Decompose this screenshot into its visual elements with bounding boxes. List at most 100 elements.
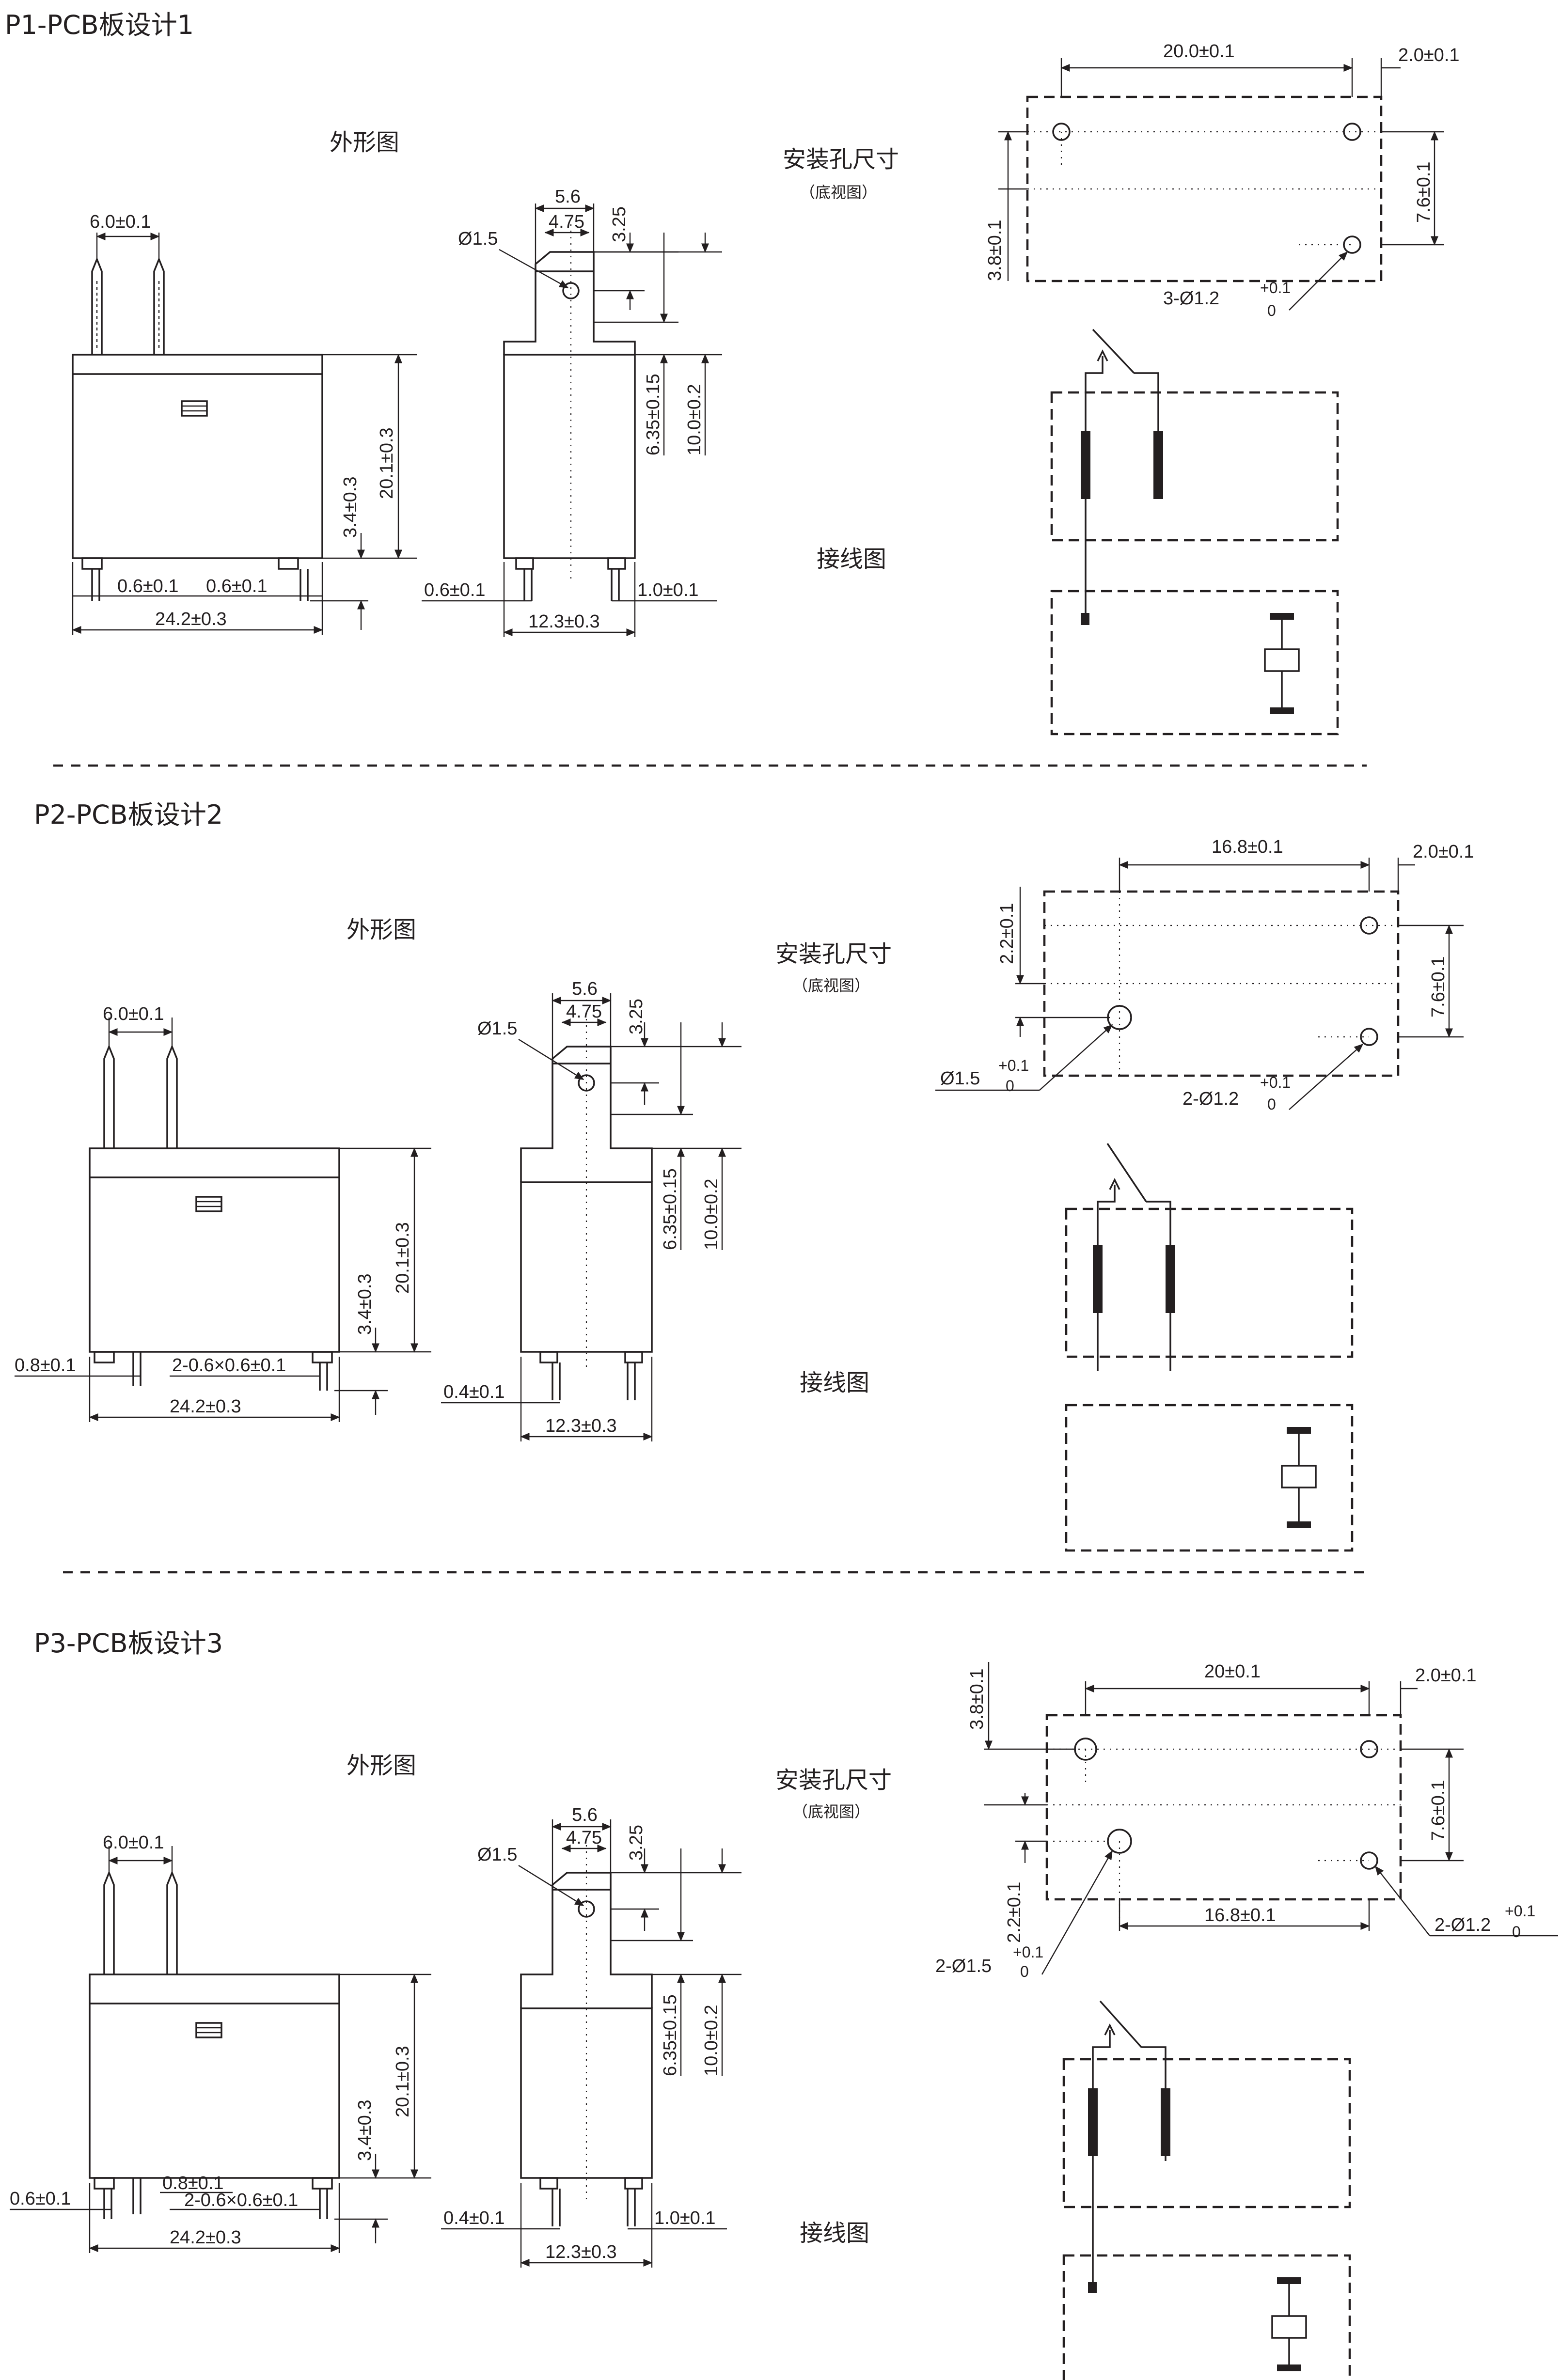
tol-up: +0.1: [1013, 1943, 1043, 1961]
dim-v-off: 2.2±0.1: [997, 903, 1017, 964]
dim-v-off2: 2.2±0.1: [1004, 1881, 1025, 1943]
dim-height: 20.1±0.3: [393, 2046, 413, 2117]
tol-dn-2: 0: [1267, 1096, 1276, 1113]
dim-depth: 12.3±0.3: [545, 2242, 617, 2262]
dim-depth: 12.3±0.3: [528, 611, 600, 632]
side-view: 5.6 4.75 3.25 Ø1.5 6.35±0.15 10.0±0.2 0.…: [422, 187, 722, 637]
dim-hole-y: 7.6±0.1: [1428, 956, 1449, 1018]
dim-side-pin-r: 1.0±0.1: [637, 580, 699, 600]
dim-pin-pitch: 6.0±0.1: [103, 1004, 164, 1024]
dim-side-a: 6.35±0.15: [643, 374, 663, 455]
dim-hole-y: 7.6±0.1: [1428, 1780, 1449, 1841]
dim-holes: 2-Ø1.2: [1435, 1915, 1491, 1935]
front-view: 6.0±0.1 0.6±0.1 0.6±0.1 24.2±0.3 20.1±0.…: [72, 212, 417, 635]
side-view: 5.6 4.75 3.25 Ø1.5 6.35±0.15 10.0±0.2 0.…: [441, 979, 741, 1441]
outline-label: 外形图: [347, 916, 416, 943]
dim-width: 24.2±0.3: [170, 1396, 241, 1417]
dim-side-b: 10.0±0.2: [701, 2004, 722, 2076]
wiring-label: 接线图: [800, 2220, 869, 2247]
dim-top-h: 3.25: [626, 1825, 646, 1861]
dim-pin-l: 0.6±0.1: [10, 2189, 71, 2209]
dim-holes-big: 2-Ø1.5: [935, 1956, 992, 1976]
dim-pin-m: 0.8±0.1: [162, 2173, 224, 2193]
dim-side-pin-l: 0.4±0.1: [443, 2208, 505, 2228]
side-view: 5.6 4.75 3.25 Ø1.5 6.35±0.15 10.0±0.2 0.…: [441, 1805, 741, 2268]
tol-up-2: +0.1: [1505, 1902, 1535, 1920]
mount-holes: 安装孔尺寸 （底视图） 20.0±0.1 2.0±0.1 7.6±0.1 3.8…: [783, 41, 1460, 319]
wiring-diagram: 接线图: [800, 1143, 1354, 1552]
dim-top-inner: 4.75: [549, 212, 584, 232]
dim-pin-l: 0.8±0.1: [15, 1355, 76, 1376]
dim-side-a: 6.35±0.15: [660, 1168, 680, 1250]
dim-pin-pitch: 6.0±0.1: [90, 212, 151, 232]
dim-pin-len: 3.4±0.3: [355, 2099, 375, 2161]
dim-span: 20±0.1: [1204, 1661, 1261, 1682]
dim-pins: 2-0.6×0.6±0.1: [184, 2190, 298, 2210]
dim-edge: 2.0±0.1: [1398, 45, 1460, 65]
dim-top-inner: 4.75: [566, 1828, 602, 1848]
outline-label: 外形图: [347, 1752, 416, 1779]
tol-up: +0.1: [1260, 279, 1291, 297]
dim-pin-w1: 0.6±0.1: [117, 576, 179, 596]
outline-label: 外形图: [330, 129, 399, 156]
dim-side-pin-l: 0.4±0.1: [443, 1382, 505, 1402]
dim-holes: 2-Ø1.2: [1183, 1089, 1239, 1109]
tol-up-2: +0.1: [1260, 1074, 1291, 1091]
dim-pin-len: 3.4±0.3: [340, 476, 361, 538]
tol-dn-2: 0: [1512, 1923, 1521, 1941]
tol-dn: 0: [1006, 1077, 1014, 1095]
wiring-label: 接线图: [817, 546, 886, 573]
dim-hole-dia: Ø1.5: [477, 1845, 517, 1865]
dim-hole-y: 7.6±0.1: [1414, 161, 1434, 223]
tol-up: +0.1: [998, 1057, 1029, 1074]
dim-side-b: 10.0±0.2: [684, 384, 705, 455]
dim-pins: 2-0.6×0.6±0.1: [172, 1355, 286, 1376]
dim-top-w: 5.6: [572, 1805, 598, 1825]
dim-width: 24.2±0.3: [170, 2227, 241, 2248]
dim-span2: 16.8±0.1: [1204, 1905, 1276, 1926]
wiring-label: 接线图: [800, 1369, 869, 1396]
dim-span: 16.8±0.1: [1212, 837, 1283, 857]
mount-holes: 安装孔尺寸 （底视图） 16.8±0.1 2.0±0.1 7.6±0.1 2.2…: [775, 837, 1474, 1113]
section-p1: P1-PCB板设计1 外形图 6.0±0.1 0.6±0.1 0.6±0.1 2…: [5, 10, 1460, 736]
dim-top-w: 5.6: [572, 979, 598, 999]
dim-span: 20.0±0.1: [1163, 41, 1235, 62]
mount-label: 安装孔尺寸: [775, 940, 892, 968]
front-view: 6.0±0.1 0.6±0.1 0.8±0.1 2-0.6×0.6±0.1 24…: [10, 1832, 431, 2253]
dim-holes: 3-Ø1.2: [1163, 288, 1219, 309]
dim-v-off: 3.8±0.1: [967, 1668, 987, 1730]
section-p3: P3-PCB板设计3 外形图 6.0±0.1 0.6±0.1 0.8±0.1 2…: [10, 1628, 1558, 2380]
dim-edge: 2.0±0.1: [1415, 1665, 1477, 1686]
section-title: P2-PCB板设计2: [34, 799, 223, 830]
dim-edge: 2.0±0.1: [1413, 842, 1474, 862]
mount-sub: （底视图）: [792, 1803, 870, 1820]
wiring-diagram: 接线图: [800, 2000, 1351, 2380]
dim-top-w: 5.6: [555, 187, 581, 207]
mount-sub: （底视图）: [792, 977, 870, 994]
dim-pin-pitch: 6.0±0.1: [103, 1832, 164, 1853]
dim-hole-dia: Ø1.5: [458, 229, 498, 249]
dim-side-b: 10.0±0.2: [701, 1178, 722, 1250]
dim-side-pin-l: 0.6±0.1: [424, 580, 486, 600]
dim-top-h: 3.25: [609, 206, 630, 242]
dim-side-a: 6.35±0.15: [660, 1994, 680, 2076]
dim-pin-w2: 0.6±0.1: [206, 576, 268, 596]
mount-holes: 安装孔尺寸 （底视图） 20±0.1 2.0±0.1 7.6±0.1 3.8±0…: [775, 1661, 1558, 1980]
section-p2: P2-PCB板设计2 外形图 6.0±0.1 0.8±0.1 2-0.6×0.6…: [15, 799, 1474, 1552]
dim-hole-big: Ø1.5: [940, 1068, 980, 1089]
dim-pin-len: 3.4±0.3: [355, 1273, 375, 1335]
dim-v-off: 3.8±0.1: [985, 219, 1005, 281]
section-title: P3-PCB板设计3: [34, 1628, 223, 1659]
section-title: P1-PCB板设计1: [5, 10, 194, 40]
dim-side-pin-r: 1.0±0.1: [654, 2208, 716, 2228]
dim-top-inner: 4.75: [566, 1002, 602, 1022]
mount-label: 安装孔尺寸: [783, 146, 899, 173]
front-view: 6.0±0.1 0.8±0.1 2-0.6×0.6±0.1 24.2±0.3 2…: [15, 1004, 431, 1422]
dim-width: 24.2±0.3: [155, 609, 227, 629]
mount-label: 安装孔尺寸: [775, 1767, 892, 1794]
dim-height: 20.1±0.3: [393, 1222, 413, 1294]
dim-height: 20.1±0.3: [377, 427, 397, 499]
dim-hole-dia: Ø1.5: [477, 1018, 517, 1039]
mount-sub: （底视图）: [800, 184, 877, 201]
